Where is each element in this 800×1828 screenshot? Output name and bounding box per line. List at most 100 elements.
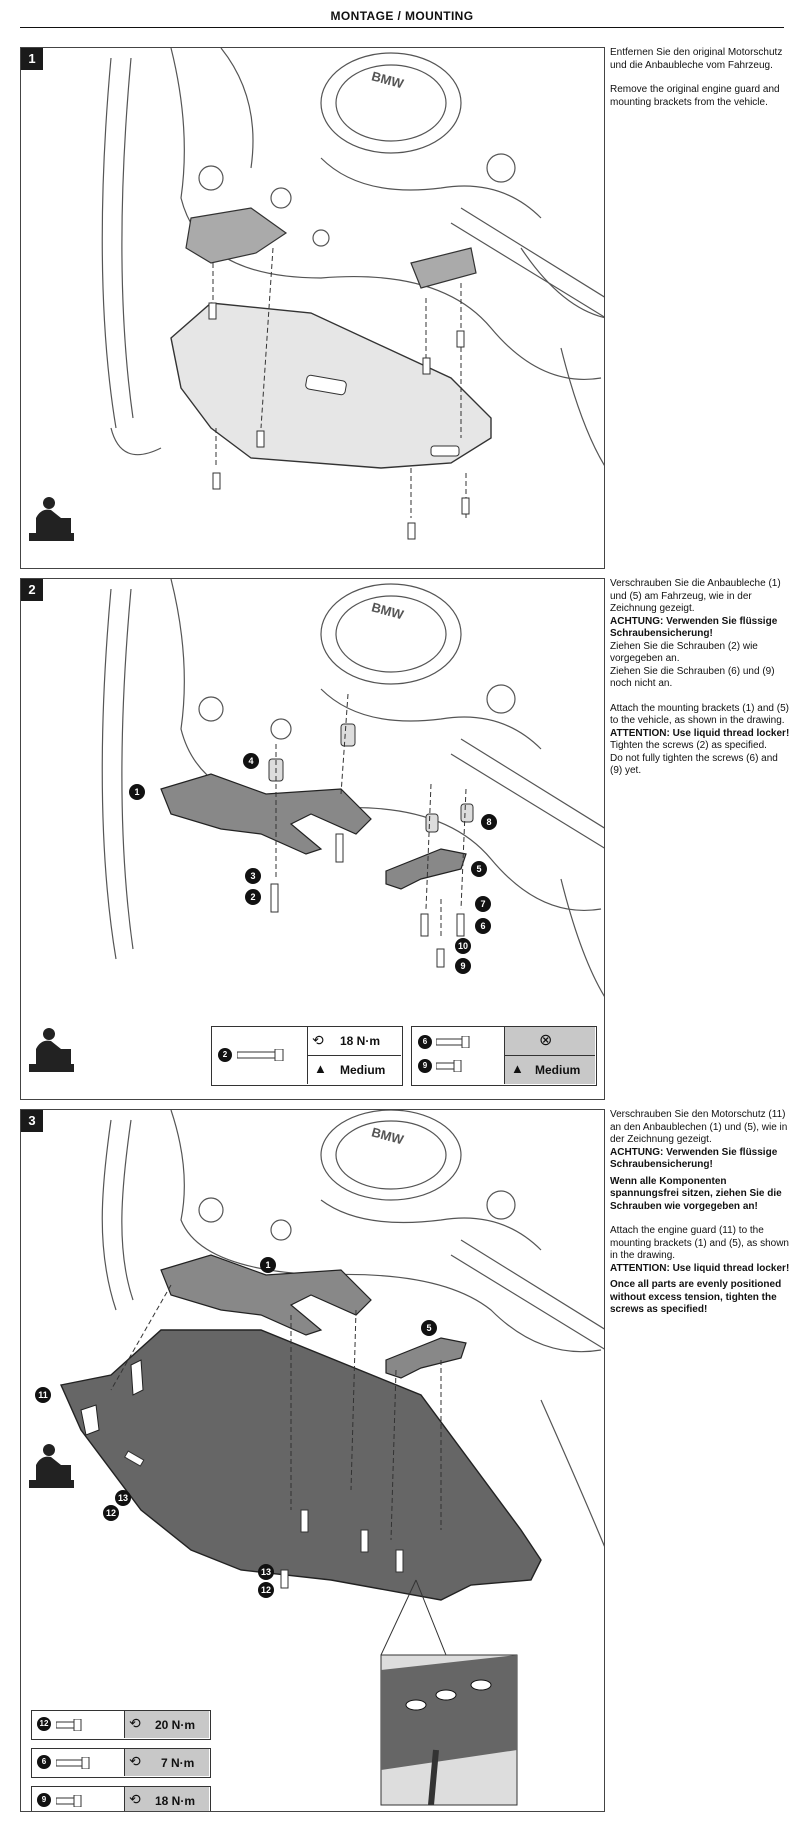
svg-text:3: 3 <box>250 871 255 881</box>
step-1-de: Entfernen Sie den original Motorschutz u… <box>610 47 783 71</box>
screw-icon <box>56 1795 82 1807</box>
callout-5: 5 <box>421 1320 437 1336</box>
callout-13: 13 <box>258 1564 274 1580</box>
screw-icon <box>237 1049 284 1061</box>
step-number: 2 <box>21 579 43 601</box>
svg-text:9: 9 <box>460 961 465 971</box>
mounting-bracket-1 <box>160 773 372 855</box>
torque-value: 18 N·m <box>155 1794 196 1808</box>
svg-text:5: 5 <box>426 1323 431 1333</box>
callout-1: 1 <box>260 1257 276 1273</box>
step-2-en-2: Tighten the screws (2) as specified. <box>610 740 767 751</box>
torque-wrench-icon: ⟲ <box>129 1715 141 1731</box>
step-1-drawing: BMW <box>29 48 604 541</box>
step-2-de-warn: ACHTUNG: Verwenden Sie flüssige Schraube… <box>610 615 778 640</box>
step-1-illustration: BMW 1 <box>20 47 605 569</box>
torque-value: 7 N·m <box>161 1756 195 1770</box>
locker-strength: Medium <box>340 1063 386 1077</box>
locker-cell: ▲ Medium <box>308 1056 401 1084</box>
mounting-bracket-1 <box>160 1254 372 1336</box>
torque-cell: ⟲ 20 N·m <box>125 1711 209 1738</box>
mounting-bracket-5 <box>385 1337 467 1379</box>
mechanic-icon <box>29 497 74 541</box>
mounting-bracket-5 <box>385 848 467 890</box>
step-2-drawing: BMW 1 2 3 4 5 6 7 8 9 <box>29 579 604 1072</box>
torque-part-cell: 9 <box>32 1787 125 1811</box>
svg-text:6: 6 <box>480 921 485 931</box>
svg-text:12: 12 <box>261 1585 271 1595</box>
torque-row-6: 6 ⟲ 7 N·m <box>31 1748 211 1778</box>
part-badge: 6 <box>37 1755 51 1769</box>
torque-part-cell: 2 <box>212 1027 308 1084</box>
step-2-de-2: Ziehen Sie die Schrauben (2) wie vorgege… <box>610 640 758 665</box>
screw-icon <box>436 1036 470 1048</box>
part-badge: 6 <box>418 1035 432 1049</box>
mechanic-icon <box>29 1028 74 1072</box>
thread-locker-icon: ▲ <box>511 1061 524 1076</box>
step-3-drawing: BMW 1 5 11 12 13 12 13 <box>29 1110 604 1806</box>
step-1-description: Entfernen Sie den original Motorschutz u… <box>610 47 790 121</box>
torque-part-cell: 12 <box>32 1711 125 1738</box>
callout-10: 10 <box>455 938 471 954</box>
step-3-description: Verschrauben Sie den Motorschutz (11) an… <box>610 1109 790 1317</box>
torque-wrench-icon: ⟲ <box>129 1753 141 1769</box>
screw-icon <box>436 1060 462 1072</box>
torque-wrench-icon: ⟲ <box>312 1032 324 1048</box>
locker-cell: ▲ Medium <box>505 1056 595 1084</box>
callout-5: 5 <box>471 861 487 877</box>
step-3-de-1: Verschrauben Sie den Motorschutz (11) an… <box>610 1109 788 1145</box>
svg-text:10: 10 <box>458 941 468 951</box>
svg-text:7: 7 <box>480 899 485 909</box>
callout-8: 8 <box>481 814 497 830</box>
svg-text:12: 12 <box>106 1508 116 1518</box>
original-bracket-right <box>410 247 477 289</box>
callout-12: 12 <box>103 1505 119 1521</box>
step-1-en: Remove the original engine guard and mou… <box>610 84 780 108</box>
svg-text:13: 13 <box>261 1567 271 1577</box>
no-torque-icon: ⊗ <box>539 1032 553 1049</box>
svg-text:4: 4 <box>248 756 253 766</box>
step-number: 3 <box>21 1110 43 1132</box>
step-2-illustration: BMW 1 2 3 4 5 6 7 8 9 <box>20 578 605 1100</box>
callout-13: 13 <box>115 1490 131 1506</box>
svg-text:1: 1 <box>134 787 139 797</box>
part-badge: 2 <box>218 1048 232 1062</box>
step-3-en-warn: ATTENTION: Use liquid thread locker! <box>610 1262 790 1274</box>
torque-part-cell: 6 <box>32 1749 125 1776</box>
no-torque-cell: ⊗ <box>505 1027 595 1056</box>
engine-brand: BMW <box>370 68 406 91</box>
torque-box-screw-2: 2 ⟲ 18 N·m ▲ Medium <box>211 1026 403 1086</box>
svg-text:11: 11 <box>38 1390 48 1400</box>
step-2-en-3: Do not fully tighten the screws (6) and … <box>610 752 778 777</box>
svg-text:8: 8 <box>486 817 491 827</box>
screw-icon <box>56 1719 82 1731</box>
torque-box-screws-6-9: 6 9 ⊗ ▲ Medium <box>411 1026 597 1086</box>
callout-11: 11 <box>35 1387 51 1403</box>
page-title: MONTAGE / MOUNTING <box>330 9 474 23</box>
step-2-en-1: Attach the mounting brackets (1) and (5)… <box>610 702 789 727</box>
callout-9: 9 <box>455 958 471 974</box>
step-2-en-warn: ATTENTION: Use liquid thread locker! <box>610 727 790 739</box>
torque-part-cell: 6 9 <box>412 1027 505 1084</box>
torque-cell: ⟲ 7 N·m <box>125 1749 209 1776</box>
callout-3: 3 <box>245 868 261 884</box>
callout-6: 6 <box>475 918 491 934</box>
step-3-illustration: BMW 1 5 11 12 13 12 13 <box>20 1109 605 1812</box>
step-number: 1 <box>21 48 43 70</box>
part-badge: 12 <box>37 1717 51 1731</box>
thread-locker-icon: ▲ <box>314 1061 327 1076</box>
step-2-de-3: Ziehen Sie die Schrauben (6) und (9) noc… <box>610 665 775 690</box>
callout-7: 7 <box>475 896 491 912</box>
engine-brand: BMW <box>370 599 406 622</box>
part-badge: 9 <box>418 1059 432 1073</box>
torque-value: 20 N·m <box>155 1718 196 1732</box>
torque-wrench-icon: ⟲ <box>129 1791 141 1807</box>
torque-row-12: 12 ⟲ 20 N·m <box>31 1710 211 1740</box>
step-2-de-1: Verschrauben Sie die Anbaubleche (1) und… <box>610 578 781 614</box>
callout-1: 1 <box>129 784 145 800</box>
page-header: MONTAGE / MOUNTING <box>20 0 784 28</box>
callout-12: 12 <box>258 1582 274 1598</box>
engine-brand: BMW <box>370 1124 406 1147</box>
mechanic-icon <box>29 1444 74 1488</box>
torque-cell: ⟲ 18 N·m <box>125 1787 209 1811</box>
